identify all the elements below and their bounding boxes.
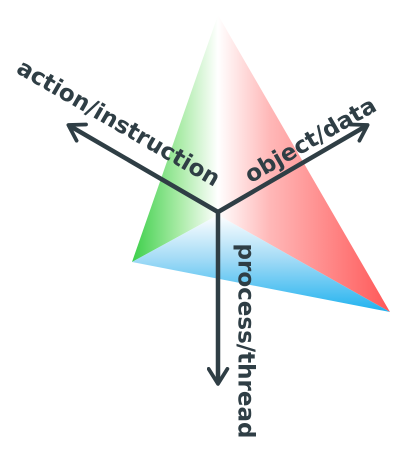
process-axis-label: process/thread: [233, 244, 259, 439]
blue-face: [132, 215, 390, 312]
axes: [66, 122, 370, 386]
action-axis-line: [66, 122, 221, 215]
object-axis-line: [215, 122, 370, 215]
